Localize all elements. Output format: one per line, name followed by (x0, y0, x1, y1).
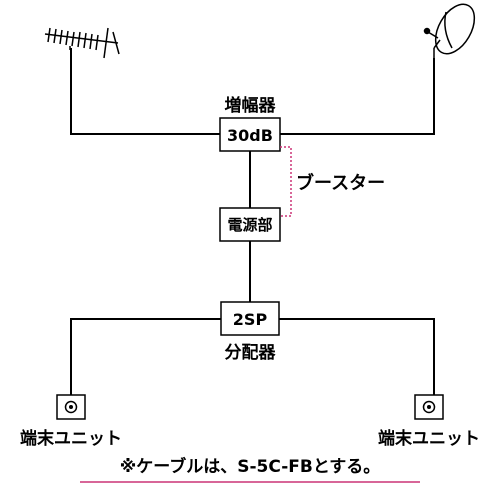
cable-note: ※ケーブルは、S-5C-FBとする。 (120, 456, 381, 477)
yagi-antenna-icon (44, 27, 120, 59)
terminal-left-label: 端末ユニット (20, 428, 122, 449)
amplifier-box: 30dB (219, 117, 281, 152)
wall-outlet-icon (414, 394, 444, 420)
cable-lines (70, 48, 435, 395)
power-unit-box: 電源部 (219, 207, 281, 242)
amplifier-gain: 30dB (227, 126, 273, 145)
splitter-box-label: 2SP (233, 310, 268, 329)
splitter-title: 分配器 (225, 343, 277, 363)
terminal-right-label: 端末ユニット (378, 428, 480, 449)
power-unit-label: 電源部 (227, 216, 272, 234)
amplifier-title: 増幅器 (225, 95, 277, 116)
bs-dish-icon (423, 3, 476, 58)
booster-label: ブースター (296, 172, 385, 194)
splitter-box: 2SP (220, 301, 280, 336)
booster-bracket (280, 146, 292, 217)
wall-outlet-icon (56, 394, 86, 420)
